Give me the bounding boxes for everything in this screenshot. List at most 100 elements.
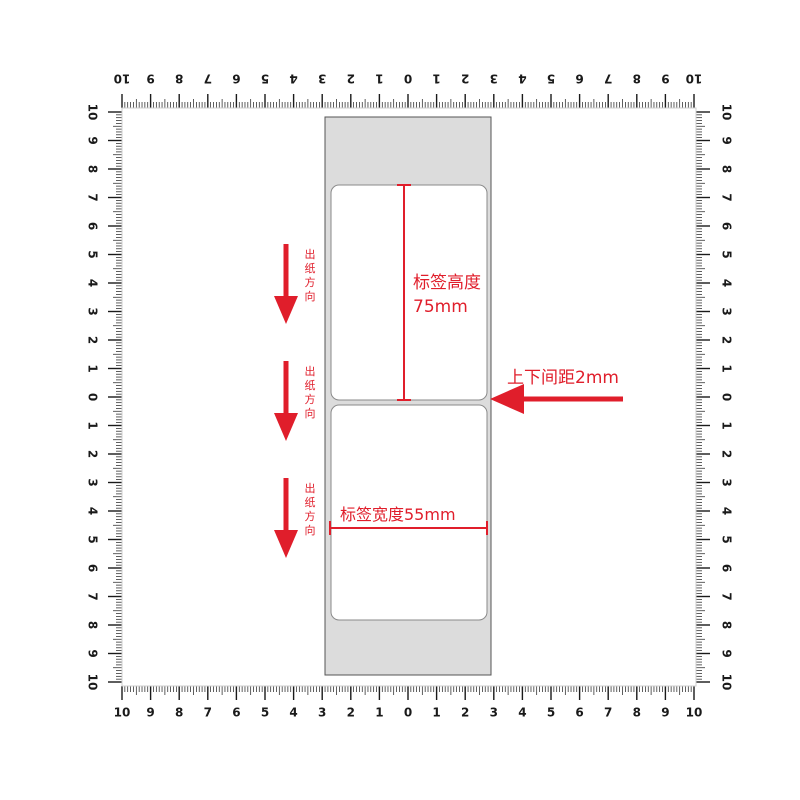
ruler-number: 10 xyxy=(114,706,131,720)
ruler-number: 5 xyxy=(547,72,555,86)
label-bottom xyxy=(330,404,488,621)
ruler-number: 2 xyxy=(86,450,100,458)
ruler-number: 9 xyxy=(146,706,154,720)
ruler-number: 1 xyxy=(375,72,383,86)
ruler-number: 5 xyxy=(547,706,555,720)
ruler-number: 10 xyxy=(720,674,734,691)
ruler-number: 8 xyxy=(86,621,100,629)
feed-char: 纸 xyxy=(305,496,316,509)
ruler-number: 3 xyxy=(318,72,326,86)
ruler-number: 6 xyxy=(720,564,734,572)
ruler-number: 3 xyxy=(720,478,734,486)
ruler-number: 1 xyxy=(432,72,440,86)
height-label-line1: 标签高度 xyxy=(413,273,481,293)
ruler-right xyxy=(695,111,710,683)
feed-char: 向 xyxy=(305,406,316,420)
feed-direction-text-3: 出 纸 方 向 xyxy=(305,481,316,537)
ruler-number: 4 xyxy=(518,706,526,720)
ruler-left xyxy=(108,111,123,683)
ruler-number: 0 xyxy=(720,393,734,401)
ruler-number: 6 xyxy=(232,706,240,720)
ruler-number: 4 xyxy=(289,72,297,86)
ruler-number: 1 xyxy=(86,364,100,372)
ruler-number: 2 xyxy=(461,706,469,720)
ruler-number: 6 xyxy=(86,564,100,572)
ruler-number: 1 xyxy=(720,364,734,372)
ruler-top xyxy=(121,94,695,109)
ruler-number: 9 xyxy=(86,649,100,657)
ruler-number: 9 xyxy=(720,649,734,657)
ruler-number: 9 xyxy=(661,706,669,720)
ruler-number: 8 xyxy=(720,165,734,173)
feed-char: 出 xyxy=(305,247,316,261)
ruler-number: 2 xyxy=(461,72,469,86)
ruler-number: 0 xyxy=(404,706,412,720)
feed-direction-text-1: 出 纸 方 向 xyxy=(305,247,316,303)
ruler-number: 7 xyxy=(604,706,612,720)
ruler-number: 4 xyxy=(720,279,734,287)
feed-direction-text-2: 出 纸 方 向 xyxy=(305,364,316,420)
ruler-number: 7 xyxy=(86,193,100,201)
feed-char: 纸 xyxy=(305,262,316,275)
ruler-number: 6 xyxy=(720,222,734,230)
ruler-number: 4 xyxy=(720,507,734,515)
ruler-frame xyxy=(121,107,697,687)
feed-arrow-3 xyxy=(274,478,298,558)
ruler-number: 10 xyxy=(720,104,734,121)
feed-char: 方 xyxy=(305,275,316,289)
ruler-number: 8 xyxy=(175,706,183,720)
ruler-number: 9 xyxy=(86,136,100,144)
ruler-number: 8 xyxy=(720,621,734,629)
ruler-number: 7 xyxy=(720,592,734,600)
ruler-number: 1 xyxy=(432,706,440,720)
ruler-number: 3 xyxy=(318,706,326,720)
feed-char: 向 xyxy=(305,523,316,537)
ruler-number: 7 xyxy=(204,72,212,86)
ruler-number: 10 xyxy=(86,674,100,691)
ruler-number: 6 xyxy=(575,706,583,720)
ruler-number: 4 xyxy=(518,72,526,86)
ruler-number: 3 xyxy=(86,478,100,486)
ruler-number: 5 xyxy=(261,72,269,86)
gap-arrow xyxy=(490,384,623,414)
feed-char: 纸 xyxy=(305,379,316,392)
ruler-number: 8 xyxy=(86,165,100,173)
feed-char: 出 xyxy=(305,364,316,378)
ruler-number: 0 xyxy=(404,72,412,86)
ruler-number: 10 xyxy=(686,72,703,86)
ruler-number: 1 xyxy=(86,421,100,429)
ruler-number: 3 xyxy=(490,72,498,86)
ruler-number: 7 xyxy=(86,592,100,600)
ruler-number: 3 xyxy=(490,706,498,720)
ruler-number: 2 xyxy=(347,706,355,720)
ruler-number: 4 xyxy=(86,279,100,287)
feed-char: 向 xyxy=(305,289,316,303)
ruler-number: 8 xyxy=(633,72,641,86)
feed-arrow-2 xyxy=(274,361,298,441)
ruler-number: 2 xyxy=(347,72,355,86)
feed-arrow-1 xyxy=(274,244,298,324)
ruler-number: 10 xyxy=(114,72,131,86)
ruler-number: 5 xyxy=(86,250,100,258)
ruler-number: 1 xyxy=(720,421,734,429)
feed-char: 方 xyxy=(305,392,316,406)
ruler-number: 2 xyxy=(720,450,734,458)
ruler-number: 5 xyxy=(261,706,269,720)
width-dimension xyxy=(329,521,488,535)
height-dimension xyxy=(397,184,411,401)
gap-label: 上下间距2mm xyxy=(507,368,619,388)
ruler-number: 10 xyxy=(86,104,100,121)
ruler-number: 8 xyxy=(175,72,183,86)
ruler-number: 9 xyxy=(661,72,669,86)
ruler-number: 10 xyxy=(686,706,703,720)
ruler-number: 9 xyxy=(720,136,734,144)
ruler-number: 7 xyxy=(720,193,734,201)
ruler-number: 2 xyxy=(720,336,734,344)
ruler-number: 3 xyxy=(720,307,734,315)
ruler-number: 9 xyxy=(146,72,154,86)
ruler-number: 3 xyxy=(86,307,100,315)
